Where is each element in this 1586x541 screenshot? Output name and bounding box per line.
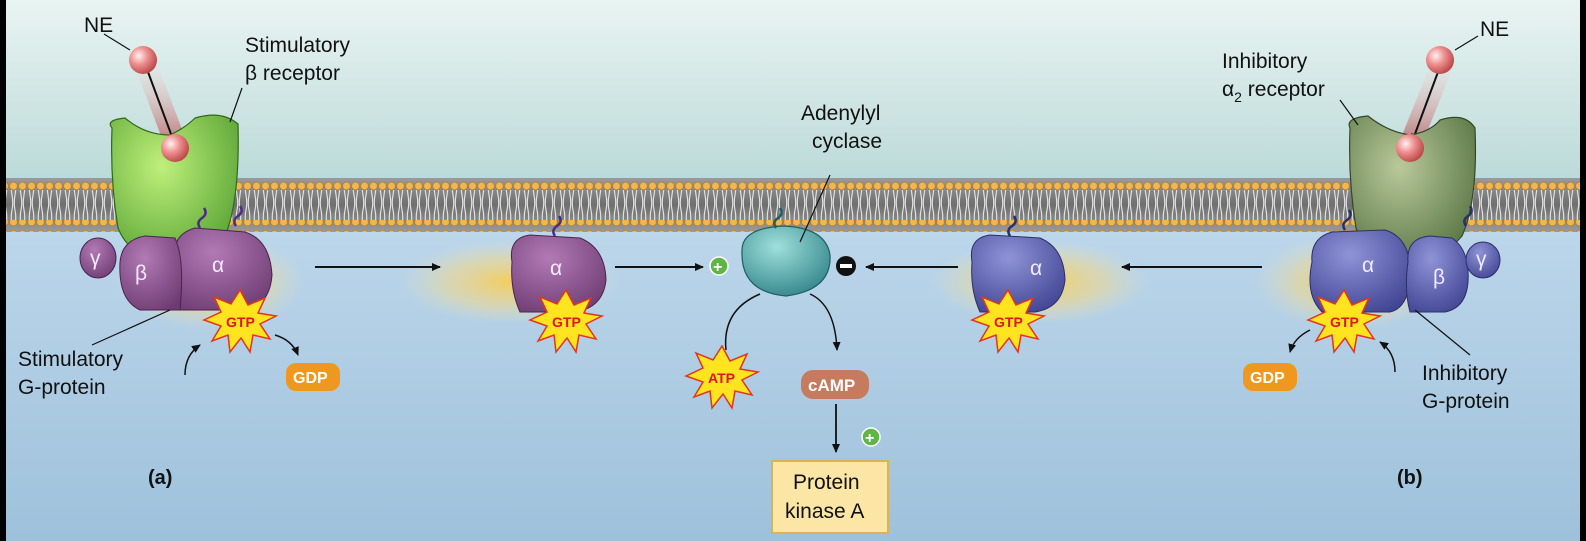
atp-star: ATP — [684, 344, 761, 411]
ne-ligand-left — [129, 46, 157, 74]
inhib-gamma-subunit — [1465, 241, 1501, 279]
ne-ligand-bound-right — [1396, 134, 1424, 162]
free-stim-alpha-label: α — [550, 257, 562, 280]
camp-label: cAMP — [808, 376, 855, 395]
free-stim-alpha: α GTP — [510, 215, 607, 355]
ne-label-right: NE — [1480, 18, 1509, 41]
extracellular-space — [6, 0, 1580, 178]
stim-alpha-label: α — [212, 254, 224, 277]
inhib-gamma-label: γ — [1476, 248, 1487, 271]
camp-arrow — [809, 293, 841, 351]
ne-ligand-right — [1426, 46, 1454, 74]
stim-receptor-label-line2: β receptor — [245, 62, 340, 85]
gtp-label-free-stim: GTP — [552, 314, 581, 330]
stimulation-plus-icon: + — [709, 256, 729, 276]
inhib-receptor-suffix: receptor — [1242, 78, 1325, 101]
gdp-label-a: GDP — [293, 370, 328, 387]
gtp-star-a: GTP — [202, 288, 279, 355]
camp-badge — [801, 370, 869, 399]
gtp-label-a: GTP — [226, 314, 255, 330]
stim-receptor-label-line1: Stimulatory — [245, 34, 351, 57]
svg-text:+: + — [865, 430, 874, 447]
ne-label-left: NE — [84, 14, 113, 37]
svg-text:+: + — [713, 259, 722, 276]
stim-beta-label: β — [135, 262, 147, 285]
gdp-label-b: GDP — [1250, 370, 1285, 387]
stim-gamma-label: γ — [90, 247, 101, 270]
inhib-beta-label: β — [1433, 266, 1445, 289]
pka-label-line1: Protein — [793, 471, 860, 494]
stim-gprotein-label-line1: Stimulatory — [18, 348, 124, 371]
stimulatory-beta-receptor — [109, 114, 239, 263]
inhib-gprotein-label-line1: Inhibitory — [1422, 362, 1508, 385]
gtp-star-b: GTP — [1306, 288, 1383, 355]
protein-kinase-a-box — [771, 460, 889, 534]
gtp-label-b: GTP — [1330, 314, 1359, 330]
adenylyl-label-line2: cyclase — [812, 130, 882, 153]
atp-path — [724, 293, 761, 351]
atp-label: ATP — [708, 370, 735, 386]
adenylyl-label-line1: Adenylyl — [801, 102, 880, 125]
stim-gamma-subunit — [79, 237, 117, 279]
inhibition-minus-icon — [836, 256, 856, 276]
gdp-badge-a — [286, 363, 340, 391]
free-inhib-alpha: α GTP — [970, 215, 1066, 355]
adenylyl-cyclase: Adenylyl cyclase — [741, 102, 882, 297]
stimulatory-pathway: NE Stimulatory β receptor α β γ GTP GDP … — [18, 14, 351, 489]
cell-membrane — [6, 178, 1580, 232]
inhib-receptor-alpha: α — [1222, 78, 1234, 101]
pka-plus-icon: + — [861, 427, 881, 447]
free-inhib-alpha-label: α — [1030, 257, 1042, 280]
ne-ligand-bound-left — [161, 134, 189, 162]
inhib-receptor-label-line1: Inhibitory — [1222, 50, 1308, 73]
panel-b-label: (b) — [1397, 467, 1423, 489]
inhib-alpha-label: α — [1362, 254, 1374, 277]
inhib-beta-subunit — [1405, 235, 1469, 313]
inhibitory-pathway: NE Inhibitory α2 receptor α β γ GTP GDP … — [1222, 18, 1510, 489]
inhib-receptor-subscript: 2 — [1234, 89, 1242, 105]
stim-beta-subunit — [119, 235, 183, 311]
panel-a-label: (a) — [148, 467, 172, 489]
gdp-badge-b — [1243, 363, 1297, 391]
gtp-label-free-inhib: GTP — [994, 314, 1023, 330]
stim-gprotein-label-line2: G-protein — [18, 376, 106, 399]
inhib-receptor-label-line2: α2 receptor — [1222, 78, 1325, 105]
inhib-gprotein-label-line2: G-protein — [1422, 390, 1510, 413]
pka-label-line2: kinase A — [785, 500, 864, 523]
